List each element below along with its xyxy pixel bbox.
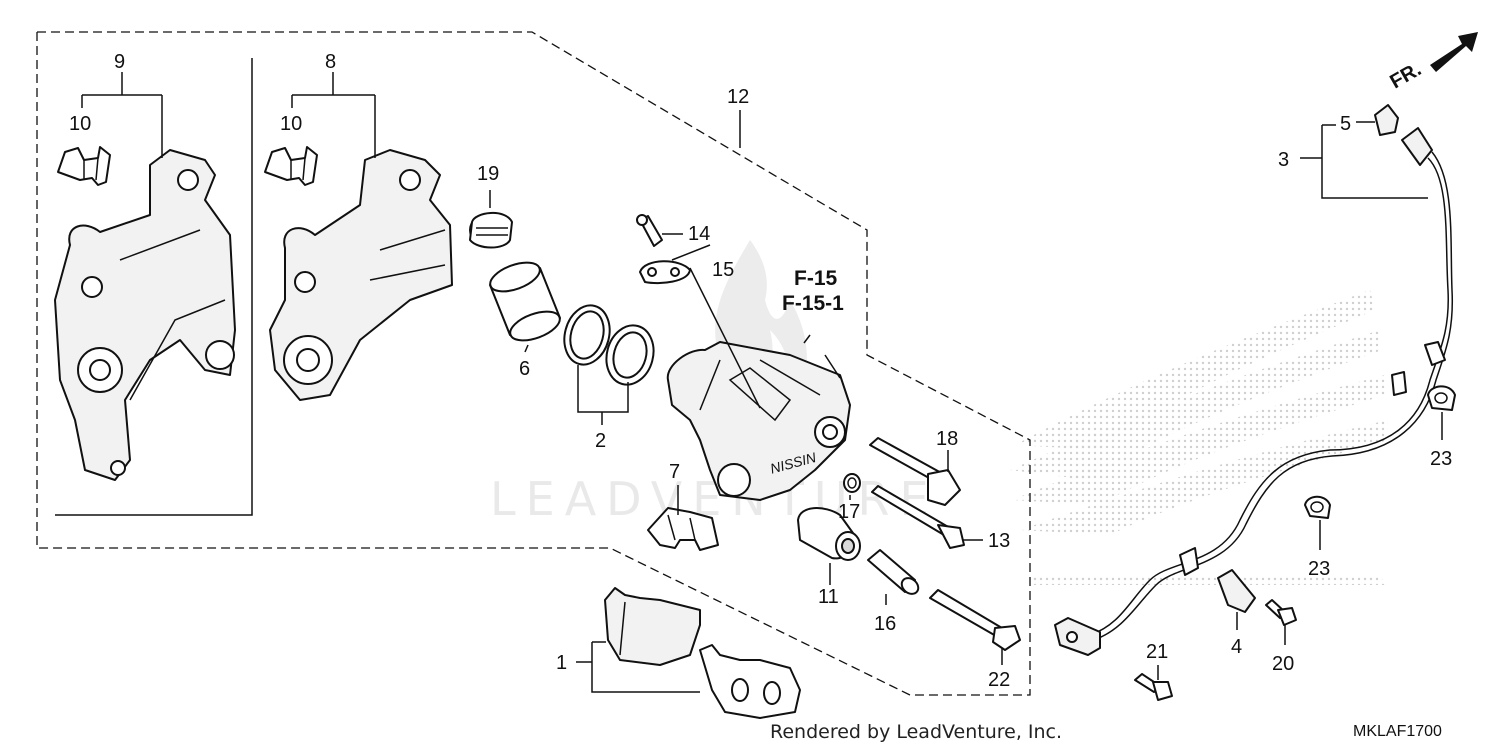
- pin-sleeve-16: [867, 549, 920, 595]
- callout-10b: 10: [280, 113, 302, 135]
- callout-9: 9: [114, 51, 125, 73]
- slide-pin-boot-11: [797, 507, 861, 561]
- callout-5: 5: [1340, 113, 1351, 135]
- caliper-bracket-8: [269, 149, 453, 401]
- pad-retainer-7: [647, 507, 719, 551]
- pad-spring-10b: [264, 146, 318, 186]
- piston-6: [489, 261, 561, 342]
- caliper-body: NISSIN: [666, 341, 851, 501]
- direction-label: FR.: [1386, 58, 1425, 93]
- pad-spring-10a: [57, 146, 111, 186]
- callout-19: 19: [477, 163, 499, 185]
- callout-1: 1: [556, 652, 567, 674]
- reference-f15-1[interactable]: F-15-1: [782, 292, 844, 315]
- retainer-ring-17: [843, 473, 861, 493]
- cable-clamp-23b: [1304, 495, 1331, 519]
- footer-credit: Rendered by LeadVenture, Inc.: [770, 721, 1062, 743]
- diagram-code: MKLAF1700: [1353, 723, 1442, 740]
- bleeder-cap-15: [639, 260, 691, 285]
- callout-8: 8: [325, 51, 336, 73]
- leader-lines: [81, 72, 1443, 693]
- piston-boot-19: [469, 212, 513, 249]
- callout-23a: 23: [1430, 448, 1452, 470]
- callout-23b: 23: [1308, 558, 1330, 580]
- sensor-stay-4: [1217, 569, 1256, 613]
- bracket-9-frame: [55, 58, 253, 516]
- callout-16: 16: [874, 613, 896, 635]
- cable-clamp-23a: [1427, 385, 1456, 411]
- assembly-boundary: [36, 31, 1031, 696]
- callout-10a: 10: [69, 113, 91, 135]
- bolt-21: [1134, 673, 1173, 701]
- callout-4: 4: [1231, 636, 1242, 658]
- brake-pad-set-1: [604, 587, 801, 719]
- callout-3: 3: [1278, 149, 1289, 171]
- honda-wing-logo: [1010, 290, 1388, 585]
- connector-cap-5: [1374, 104, 1399, 136]
- slide-pin-13: [871, 485, 965, 549]
- piston-seal-kit-2: [563, 304, 655, 386]
- callout-21: 21: [1146, 641, 1168, 663]
- callout-6: 6: [519, 358, 530, 380]
- callout-18: 18: [936, 428, 958, 450]
- callout-12: 12: [727, 86, 749, 108]
- callout-15: 15: [712, 259, 734, 281]
- callout-17: 17: [838, 501, 860, 523]
- slide-pin-18: [869, 437, 961, 506]
- callout-2: 2: [595, 430, 606, 452]
- front-direction-arrow: FR.: [1386, 32, 1478, 93]
- callout-14: 14: [688, 223, 710, 245]
- wheel-speed-sensor-3: [1054, 127, 1454, 656]
- reference-f15[interactable]: F-15: [794, 267, 838, 290]
- callout-20: 20: [1272, 653, 1294, 675]
- callout-11: 11: [818, 586, 839, 608]
- callout-13: 13: [988, 530, 1010, 552]
- callout-22: 22: [988, 669, 1010, 691]
- caliper-bracket-9: [54, 149, 236, 481]
- callout-7: 7: [669, 461, 680, 483]
- bleeder-screw-14: [636, 214, 663, 247]
- bolt-22: [929, 589, 1021, 651]
- bolt-20: [1265, 599, 1297, 626]
